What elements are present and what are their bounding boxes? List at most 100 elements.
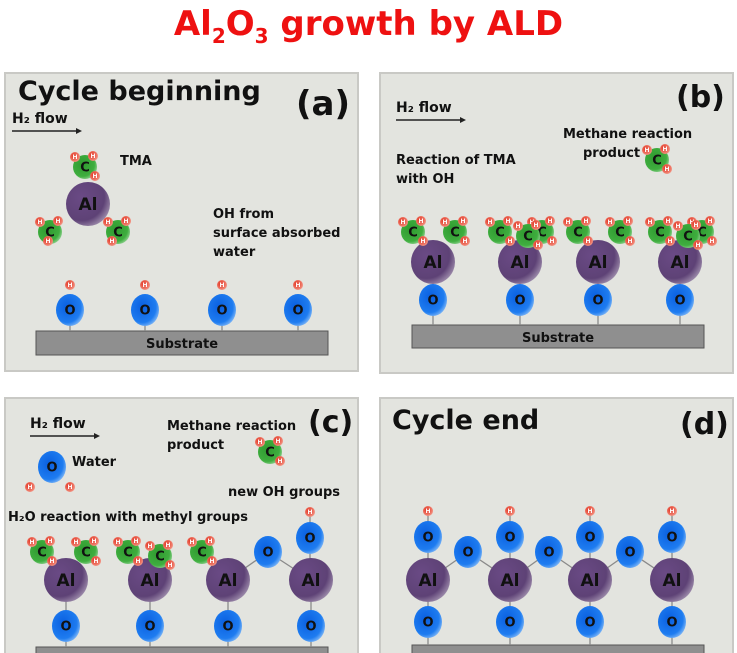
al-atom xyxy=(650,558,694,602)
o-atom-label: O xyxy=(504,616,515,631)
h-atom-label: H xyxy=(189,539,194,546)
h-atom xyxy=(583,236,593,246)
h-atom-label: H xyxy=(425,508,430,515)
o-atom-label: O xyxy=(666,531,677,546)
o-atom xyxy=(658,606,686,638)
o-atom-label: O xyxy=(262,546,273,561)
h-atom xyxy=(35,217,45,227)
h-atom xyxy=(107,236,117,246)
o-atom xyxy=(414,606,442,638)
h-atom-label: H xyxy=(695,242,700,249)
h-atom xyxy=(585,506,595,516)
h-atom-label: H xyxy=(67,484,72,491)
h-atom xyxy=(418,236,428,246)
o-atom xyxy=(496,606,524,638)
h-atom xyxy=(693,240,703,250)
h-atom-label: H xyxy=(29,539,34,546)
h-atom xyxy=(691,220,701,230)
o-atom-label: O xyxy=(504,531,515,546)
h-atom xyxy=(645,217,655,227)
h-atom xyxy=(398,217,408,227)
oh-label-1: OH from xyxy=(213,207,274,222)
arrow-head-icon xyxy=(94,433,100,439)
h-atom xyxy=(705,216,715,226)
panel-a-tag: (a) xyxy=(296,84,350,124)
methane-label-2: product xyxy=(583,146,640,161)
h-atom-label: H xyxy=(209,558,214,565)
h-atom-label: H xyxy=(507,238,512,245)
c-atom-label: C xyxy=(113,226,123,241)
o-atom-label: O xyxy=(462,546,473,561)
al-atom-label: Al xyxy=(581,571,600,591)
o-atom xyxy=(214,610,242,642)
h-atom-label: H xyxy=(147,543,152,550)
o-atom-label: O xyxy=(543,546,554,561)
h-atom-label: H xyxy=(507,508,512,515)
reaction-label-1: Reaction of TMA xyxy=(396,153,516,168)
al-atom-label: Al xyxy=(141,571,160,591)
h-atom xyxy=(205,536,215,546)
h-atom xyxy=(113,537,123,547)
methane-label-1: Methane reaction xyxy=(563,127,692,142)
al-atom xyxy=(44,558,88,602)
h-atom xyxy=(665,236,675,246)
h-atom xyxy=(207,556,217,566)
h-atom xyxy=(187,537,197,547)
h-atom xyxy=(458,216,468,226)
h-atom-label: H xyxy=(460,218,465,225)
c-atom-label: C xyxy=(652,154,662,169)
h-atom-label: H xyxy=(420,238,425,245)
h-atom xyxy=(255,437,265,447)
h-atom-label: H xyxy=(664,166,669,173)
h-atom-label: H xyxy=(462,238,467,245)
c-atom-label: C xyxy=(265,446,275,461)
h-atom-label: H xyxy=(109,238,114,245)
h-atom xyxy=(533,240,543,250)
h-atom-label: H xyxy=(607,219,612,226)
substrate-label: Substrate xyxy=(146,337,218,352)
h-atom-label: H xyxy=(167,562,172,569)
h-atom-label: H xyxy=(547,218,552,225)
h-atom xyxy=(43,236,53,246)
h-atom-label: H xyxy=(515,223,520,230)
h-atom-label: H xyxy=(115,539,120,546)
h-atom-label: H xyxy=(55,218,60,225)
c-atom-label: C xyxy=(80,161,90,176)
o-atom xyxy=(296,522,324,554)
h-atom-label: H xyxy=(123,218,128,225)
h-atom-label: H xyxy=(400,219,405,226)
h-atom-label: H xyxy=(505,218,510,225)
h-atom xyxy=(88,151,98,161)
title-sub: 3 xyxy=(254,23,269,48)
h-atom xyxy=(45,536,55,546)
h-atom xyxy=(133,556,143,566)
o-atom-label: O xyxy=(304,532,315,547)
o-atom-label: O xyxy=(427,294,438,309)
h-atom-label: H xyxy=(533,222,538,229)
h-atom-label: H xyxy=(583,218,588,225)
h-atom-label: H xyxy=(207,538,212,545)
h-atom-label: H xyxy=(587,508,592,515)
reaction-label-2: with OH xyxy=(396,172,454,187)
o-atom xyxy=(666,284,694,316)
al-atom xyxy=(128,558,172,602)
title-part: growth by ALD xyxy=(268,4,564,44)
o-atom xyxy=(576,606,604,638)
substrate-bar xyxy=(411,324,705,349)
h-atom-label: H xyxy=(665,218,670,225)
o-atom-label: O xyxy=(222,620,233,635)
h-atom-label: H xyxy=(707,218,712,225)
h-atom-label: H xyxy=(67,282,72,289)
h-atom xyxy=(707,236,717,246)
h-atom-label: H xyxy=(295,282,300,289)
h-atom-label: H xyxy=(647,219,652,226)
o-atom-label: O xyxy=(514,294,525,309)
h-atom xyxy=(140,280,150,290)
h-atom-label: H xyxy=(133,538,138,545)
h-atom-label: H xyxy=(37,219,42,226)
c-atom-label: C xyxy=(45,226,55,241)
o-atom xyxy=(658,521,686,553)
h-atom xyxy=(416,216,426,226)
h-atom-label: H xyxy=(693,222,698,229)
o-atom xyxy=(284,294,312,326)
